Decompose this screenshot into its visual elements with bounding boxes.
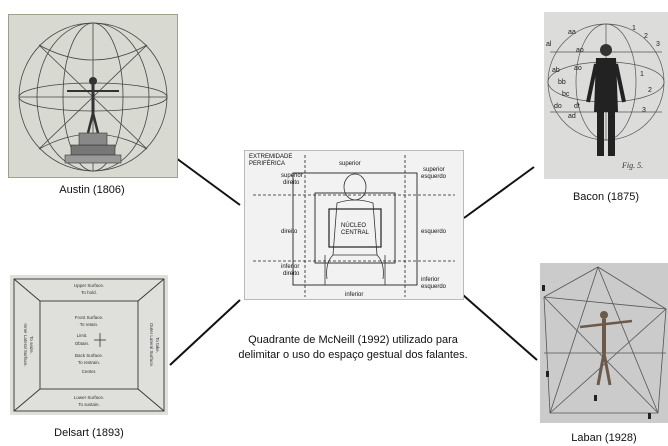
delsart-panel: Upper Surface. To hold. Front Surface. T… bbox=[10, 275, 168, 415]
austin-sphere-illustration bbox=[18, 22, 168, 172]
austin-panel bbox=[8, 14, 178, 178]
laban-panel bbox=[540, 263, 668, 423]
bacon-mark: dt bbox=[574, 103, 580, 110]
bacon-panel: al ab aa bb 1 2 3 ao ao bc do ad dt 1 2 … bbox=[544, 12, 668, 179]
label-superior-direito: superior bbox=[281, 173, 303, 179]
label-inferior-direito: inferior bbox=[281, 264, 299, 270]
bacon-caption: Bacon (1875) bbox=[572, 191, 640, 203]
bacon-mark: ao bbox=[574, 65, 582, 72]
bacon-mark: 1 bbox=[640, 71, 644, 78]
mcneill-caption-line2: delimitar o uso do espaço gestual dos fa… bbox=[238, 349, 468, 361]
label-superior-esquerdo: superior bbox=[423, 167, 445, 173]
label-superior-esquerdo-2: esquerdo bbox=[421, 174, 447, 180]
delsart-front-bottom: Center. bbox=[82, 369, 97, 374]
bacon-mark: ao bbox=[576, 47, 584, 54]
mcneill-caption-line1: Quadrante de McNeill (1992) utilizado pa… bbox=[248, 334, 458, 346]
bacon-ellipse-illustration: al ab aa bb 1 2 3 ao ao bc do ad dt 1 2 … bbox=[546, 23, 665, 170]
bacon-mark: bb bbox=[558, 79, 566, 86]
label-inferior: inferior bbox=[345, 292, 363, 298]
bacon-mark: 2 bbox=[644, 33, 648, 40]
delsart-right-label: Outer Lateral Surface. bbox=[149, 323, 154, 367]
connector-laban bbox=[462, 294, 538, 361]
delsart-front-mid: Limit. bbox=[77, 333, 88, 338]
bacon-mark: do bbox=[554, 103, 562, 110]
delsart-left-sub: To seize. bbox=[29, 336, 34, 354]
label-inferior-esquerdo: inferior bbox=[421, 277, 439, 283]
delsart-front-mid-sub: Obtain. bbox=[75, 341, 90, 346]
delsart-bottom-sub: To sustain. bbox=[78, 402, 100, 407]
laban-caption: Laban (1928) bbox=[571, 432, 637, 444]
connector-bacon bbox=[463, 166, 535, 219]
bacon-mark: 3 bbox=[656, 41, 660, 48]
bacon-mark: ab bbox=[552, 67, 560, 74]
connector-delsart bbox=[169, 299, 241, 366]
delsart-bottom-label: Lower Surface. bbox=[74, 395, 104, 400]
mcneill-quadrant-diagram: EXTREMIDADE PERIFÉRICA superior superior… bbox=[249, 154, 455, 298]
delsart-caption: Delsart (1893) bbox=[54, 427, 124, 439]
delsart-left-label: Inner Lateral Surface. bbox=[23, 323, 28, 366]
label-esquerdo: esquerdo bbox=[421, 229, 447, 235]
laban-icosahedron-illustration bbox=[542, 266, 667, 419]
bacon-figure-label: Fig. 5. bbox=[621, 161, 643, 170]
delsart-front-top: Front Surface. bbox=[75, 315, 104, 320]
connector-austin bbox=[175, 157, 241, 206]
bacon-mark: bc bbox=[562, 91, 570, 98]
delsart-cube-illustration: Upper Surface. To hold. Front Surface. T… bbox=[13, 278, 165, 412]
label-nucleo-2: CENTRAL bbox=[341, 230, 370, 236]
periphery-label: EXTREMIDADE bbox=[249, 154, 292, 160]
austin-caption: Austin (1806) bbox=[59, 184, 125, 196]
delsart-top-label: Upper Surface. bbox=[74, 283, 104, 288]
label-superior: superior bbox=[339, 161, 361, 167]
mcneill-panel: EXTREMIDADE PERIFÉRICA superior superior… bbox=[244, 150, 464, 300]
bacon-mark: 2 bbox=[648, 87, 652, 94]
periphery-label-2: PERIFÉRICA bbox=[249, 160, 285, 167]
label-inferior-direito-2: direito bbox=[283, 271, 300, 277]
delsart-top-sub: To hold. bbox=[81, 290, 97, 295]
label-inferior-esquerdo-2: esquerdo bbox=[421, 284, 447, 290]
delsart-front-back: Back Surface. bbox=[75, 353, 103, 358]
label-direito: direito bbox=[281, 229, 298, 235]
delsart-front-back-sub: To restrain. bbox=[78, 360, 100, 365]
label-nucleo: NÚCLEO bbox=[341, 222, 366, 229]
label-superior-direito-2: direito bbox=[283, 180, 300, 186]
bacon-mark: ad bbox=[568, 113, 576, 120]
bacon-mark: 3 bbox=[642, 107, 646, 114]
delsart-front-top-sub: To retain. bbox=[80, 322, 99, 327]
delsart-right-sub: To take. bbox=[155, 337, 160, 353]
bacon-mark: 1 bbox=[632, 25, 636, 32]
bacon-mark: aa bbox=[568, 29, 576, 36]
bacon-mark: al bbox=[546, 41, 552, 48]
